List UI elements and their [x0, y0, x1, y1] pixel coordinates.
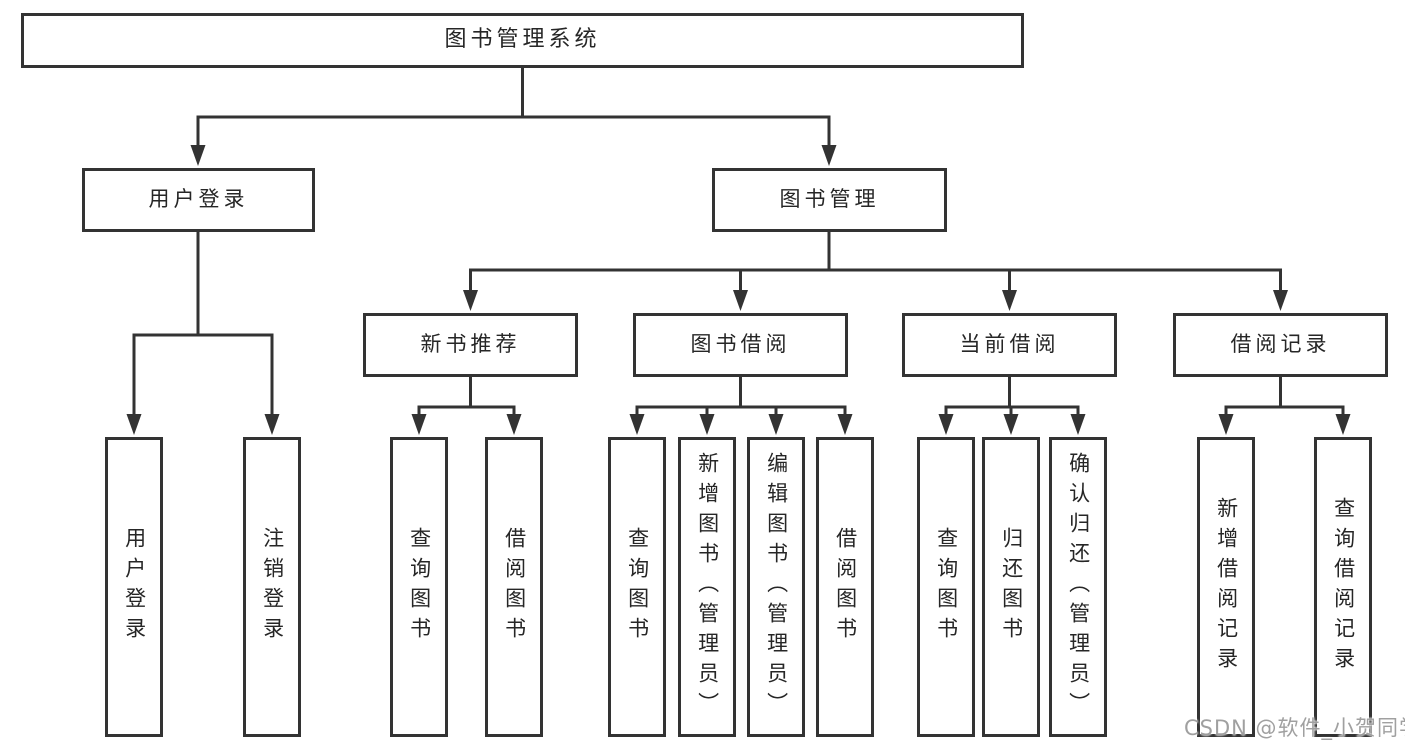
- node-book-borrowing: 图书借阅: [633, 313, 848, 377]
- node-current-borrowing: 当前借阅: [902, 313, 1117, 377]
- watermark-csdn: CSDN @软件_小贺同学: [1184, 716, 1405, 740]
- node-book-management: 图书管理: [712, 168, 947, 232]
- node-user-login: 用户登录: [82, 168, 315, 232]
- leaf-query-books-current: 查询图书: [917, 437, 975, 737]
- leaf-borrow-books-borrow: 借阅图书: [816, 437, 874, 737]
- leaf-logout: 注销登录: [243, 437, 301, 737]
- leaf-add-books-admin: 新增图书（管理员）: [678, 437, 736, 737]
- node-borrowing-records: 借阅记录: [1173, 313, 1388, 377]
- node-library-system: 图书管理系统: [21, 13, 1024, 68]
- node-new-book-recommend: 新书推荐: [363, 313, 578, 377]
- leaf-query-books-borrow: 查询图书: [608, 437, 666, 737]
- leaf-query-books-newbook: 查询图书: [390, 437, 448, 737]
- leaf-borrow-books-newbook: 借阅图书: [485, 437, 543, 737]
- leaf-edit-books-admin: 编辑图书（管理员）: [747, 437, 805, 737]
- leaf-add-borrow-record: 新增借阅记录: [1197, 437, 1255, 737]
- leaf-user-login: 用户登录: [105, 437, 163, 737]
- leaf-confirm-return-admin: 确认归还（管理员）: [1049, 437, 1107, 737]
- leaf-return-books: 归还图书: [982, 437, 1040, 737]
- leaf-query-borrow-record: 查询借阅记录: [1314, 437, 1372, 737]
